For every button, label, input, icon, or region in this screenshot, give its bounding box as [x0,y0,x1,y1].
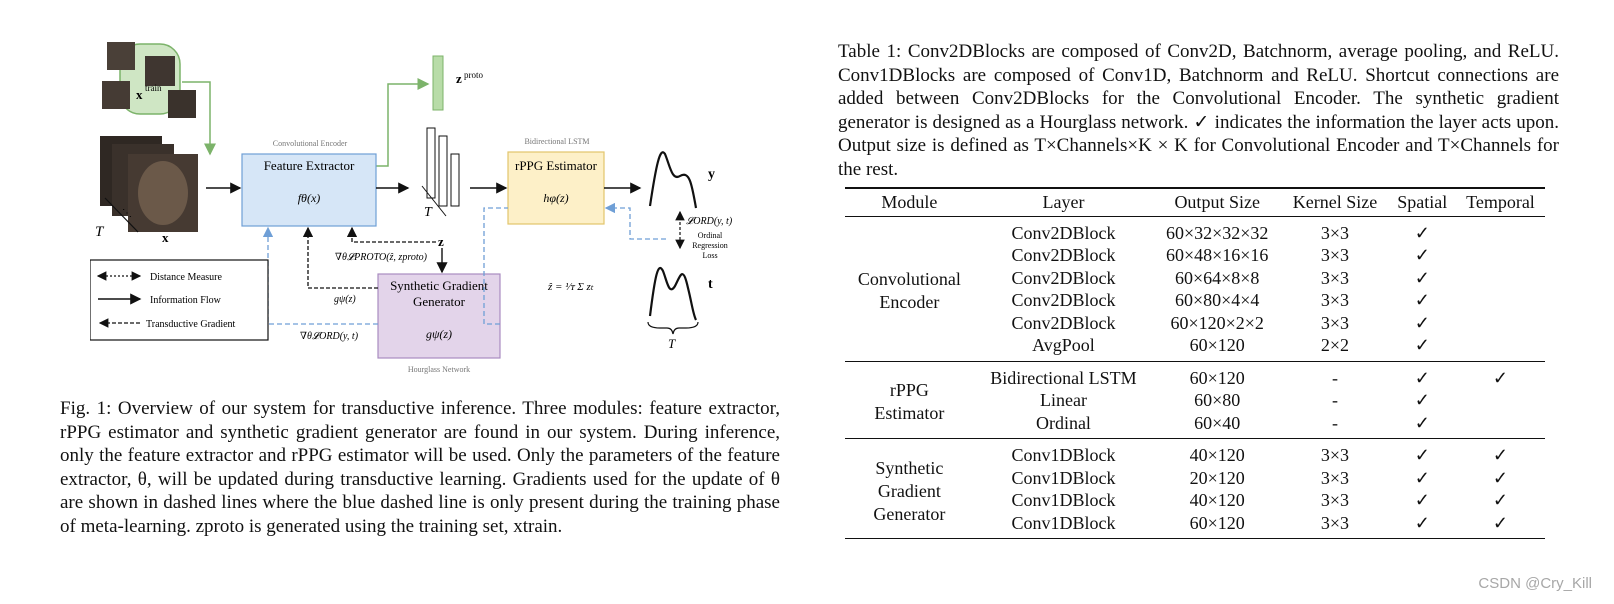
legend-information: Information Flow [150,295,222,306]
svg-text:Ordinal: Ordinal [698,231,723,240]
table-row: Conv2DBlock 60×120×2×2 3×3 ✓ [1011,312,1430,333]
latent-stack: T [421,127,460,220]
legend-transductive: Transductive Gradient [146,319,236,330]
header-module: Module [881,192,938,212]
svg-text:proto: proto [464,70,483,80]
table-row: Linear 60×80 - ✓ [1039,390,1430,410]
t-signal-curve [648,266,698,321]
svg-text:Loss: Loss [702,251,717,260]
xtrain-symbol: x [136,87,143,102]
T-symbol-input: T [95,224,105,240]
input-frames: ⋱ T x [95,136,198,245]
header-output-size: Output Size [1174,192,1260,212]
module-cell: Synthetic Gradient Generator [873,457,946,524]
synthetic-generator-block [377,273,501,359]
module-cell: Convolutional Encoder [857,269,961,312]
x-symbol: x [162,230,169,245]
table-header-row: Module Layer Output Size Kernel Size Spa… [845,188,1545,216]
module-cell: rPPG Estimator [874,380,945,424]
y-signal-curve [648,151,698,209]
training-set-cluster: x train [102,42,196,118]
system-overview-figure: x train ⋱ T x z proto Convolutional Enco… [90,36,810,396]
feature-extractor-func: fθ(x) [298,191,321,205]
legend-distance: Distance Measure [150,272,222,283]
header-kernel-size: Kernel Size [1292,192,1378,212]
y-symbol: y [708,167,715,182]
feature-extractor-title: Feature Extractor [264,158,355,173]
z-symbol: z [438,234,444,249]
encoder-group-label: Convolutional Encoder [273,139,348,148]
table-row: AvgPool 60×120 2×2 ✓ [1032,335,1430,355]
svg-text:T: T [424,205,433,220]
synthetic-generator-title-1: Synthetic Gradient [390,278,488,293]
lstm-group-label: Bidirectional LSTM [524,137,589,146]
table-row: Synthetic Gradient Generator Conv1DBlock… [845,439,1545,524]
figure-caption: Fig. 1: Overview of our system for trans… [60,398,780,537]
rppg-estimator-func: hφ(z) [543,191,568,205]
synthetic-generator-func: gψ(z) [426,327,452,341]
table-row: Conv1DBlock 60×120 3×3 ✓ ✓ [1011,512,1508,533]
feature-extractor-block [241,153,377,227]
table-row: Conv1DBlock 20×120 3×3 ✓ ✓ [1011,467,1508,488]
table-row: Conv2DBlock 60×64×8×8 3×3 ✓ [1011,267,1430,288]
svg-text:⋱: ⋱ [122,208,132,219]
table-row: rPPG Estimator Bidirectional LSTM 60×120… [845,361,1545,424]
t-symbol: t [708,277,713,292]
svg-text:Regression: Regression [692,241,728,250]
grad-ord-symbol: ∇θ𝓛ORD(y, t) [300,331,359,342]
rppg-estimator-block [507,151,605,225]
rppg-estimator-title: rPPG Estimator [515,158,598,173]
hourglass-group-label: Hourglass Network [408,365,470,374]
architecture-table: Module Layer Output Size Kernel Size Spa… [845,187,1545,539]
group-synthetic-gradient-generator: Synthetic Gradient Generator Conv1DBlock… [845,439,1545,539]
zhat-formula: ẑ = ¹⁄ᴛ Σ zₜ [547,281,594,293]
header-layer: Layer [1042,192,1085,212]
table-row: Ordinal 60×40 - ✓ [1035,412,1430,433]
svg-text:train: train [145,83,162,93]
table-row: Conv2DBlock 60×48×16×16 3×3 ✓ [1011,245,1430,265]
table-row: Conv1DBlock 40×120 3×3 ✓ ✓ [1011,490,1508,510]
table-caption: Table 1: Conv2DBlocks are composed of Co… [838,41,1559,180]
group-rppg-estimator: rPPG Estimator Bidirectional LSTM 60×120… [845,361,1545,439]
svg-text:T: T [668,336,676,351]
loss-ord-symbol: 𝓛ORD(y, t) [686,216,733,227]
grad-proto-symbol: ∇θ𝓛PROTO(ẑ, zproto) [335,252,428,263]
synthetic-generator-title-2: Generator [413,294,466,309]
table-row: Convolutional Encoder Conv2DBlock 60×32×… [845,216,1545,313]
figure-legend: Distance Measure Information Flow Transd… [90,259,269,341]
header-temporal: Temporal [1466,192,1535,212]
header-spatial: Spatial [1397,192,1448,212]
zproto-symbol: z [456,71,462,86]
table-row: Conv2DBlock 60×80×4×4 3×3 ✓ [1011,290,1430,310]
watermark: CSDN @Cry_Kill [1478,575,1592,592]
g-psi-symbol: gψ(z) [334,294,356,305]
group-convolutional-encoder: Convolutional Encoder Conv2DBlock 60×32×… [845,216,1545,361]
